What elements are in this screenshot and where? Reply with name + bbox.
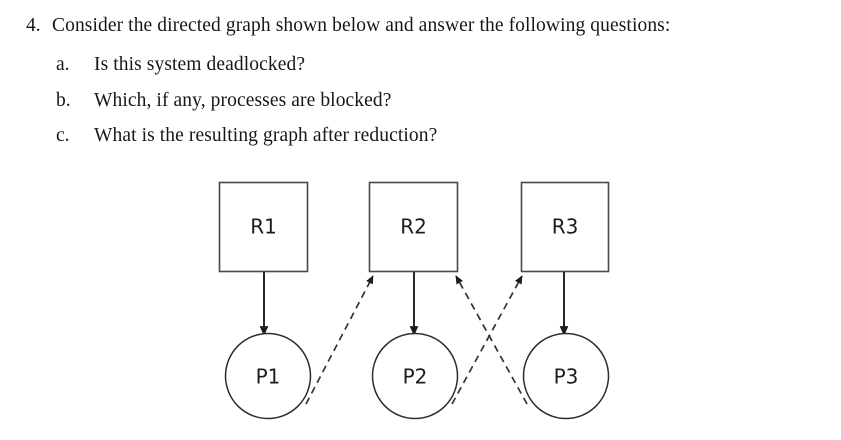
process-label-p2: P2 [403,365,428,389]
resource-node-r1: R1 [218,181,309,273]
resource-node-r3: R3 [520,181,610,273]
process-node-p3: P3 [522,332,610,420]
process-node-p2: P2 [371,332,459,420]
sub-question-a-marker: a. [56,54,70,75]
sub-question-a-text: Is this system deadlocked? [94,54,306,75]
process-label-p3: P3 [554,365,579,389]
sub-question-c: c. What is the resulting graph after red… [56,125,816,147]
resource-box-r3 [520,181,610,273]
sub-question-c-marker: c. [56,125,70,146]
request-edge-p3-r2 [455,275,528,405]
sub-question-c-text: What is the resulting graph after reduct… [94,125,438,146]
process-circle-p1 [224,332,312,420]
resource-node-r2: R2 [368,181,459,273]
resource-label-r2: R2 [400,215,427,239]
resource-box-r2 [368,181,459,273]
request-edge-p2-r3 [451,275,523,405]
process-label-p1: P1 [256,365,281,389]
process-node-p1: P1 [224,332,312,420]
process-circle-p2 [371,332,459,420]
question-number: 4. [26,15,41,36]
sub-question-b-marker: b. [56,89,71,111]
request-edge-p1-r2 [305,275,374,405]
sub-question-a: a. Is this system deadlocked? [56,54,816,76]
process-circle-p3 [522,332,610,420]
question-main-row: 4. Consider the directed graph shown bel… [26,16,826,36]
resource-box-r1 [218,181,309,273]
resource-label-r3: R3 [552,215,579,239]
question-prompt: Consider the directed graph shown below … [52,15,671,36]
sub-question-b-text: Which, if any, processes are blocked? [94,89,392,111]
sub-question-list: a. Is this system deadlocked? b. Which, … [56,54,816,161]
sub-question-b: b. Which, if any, processes are blocked? [56,90,816,112]
resource-label-r1: R1 [250,215,277,239]
